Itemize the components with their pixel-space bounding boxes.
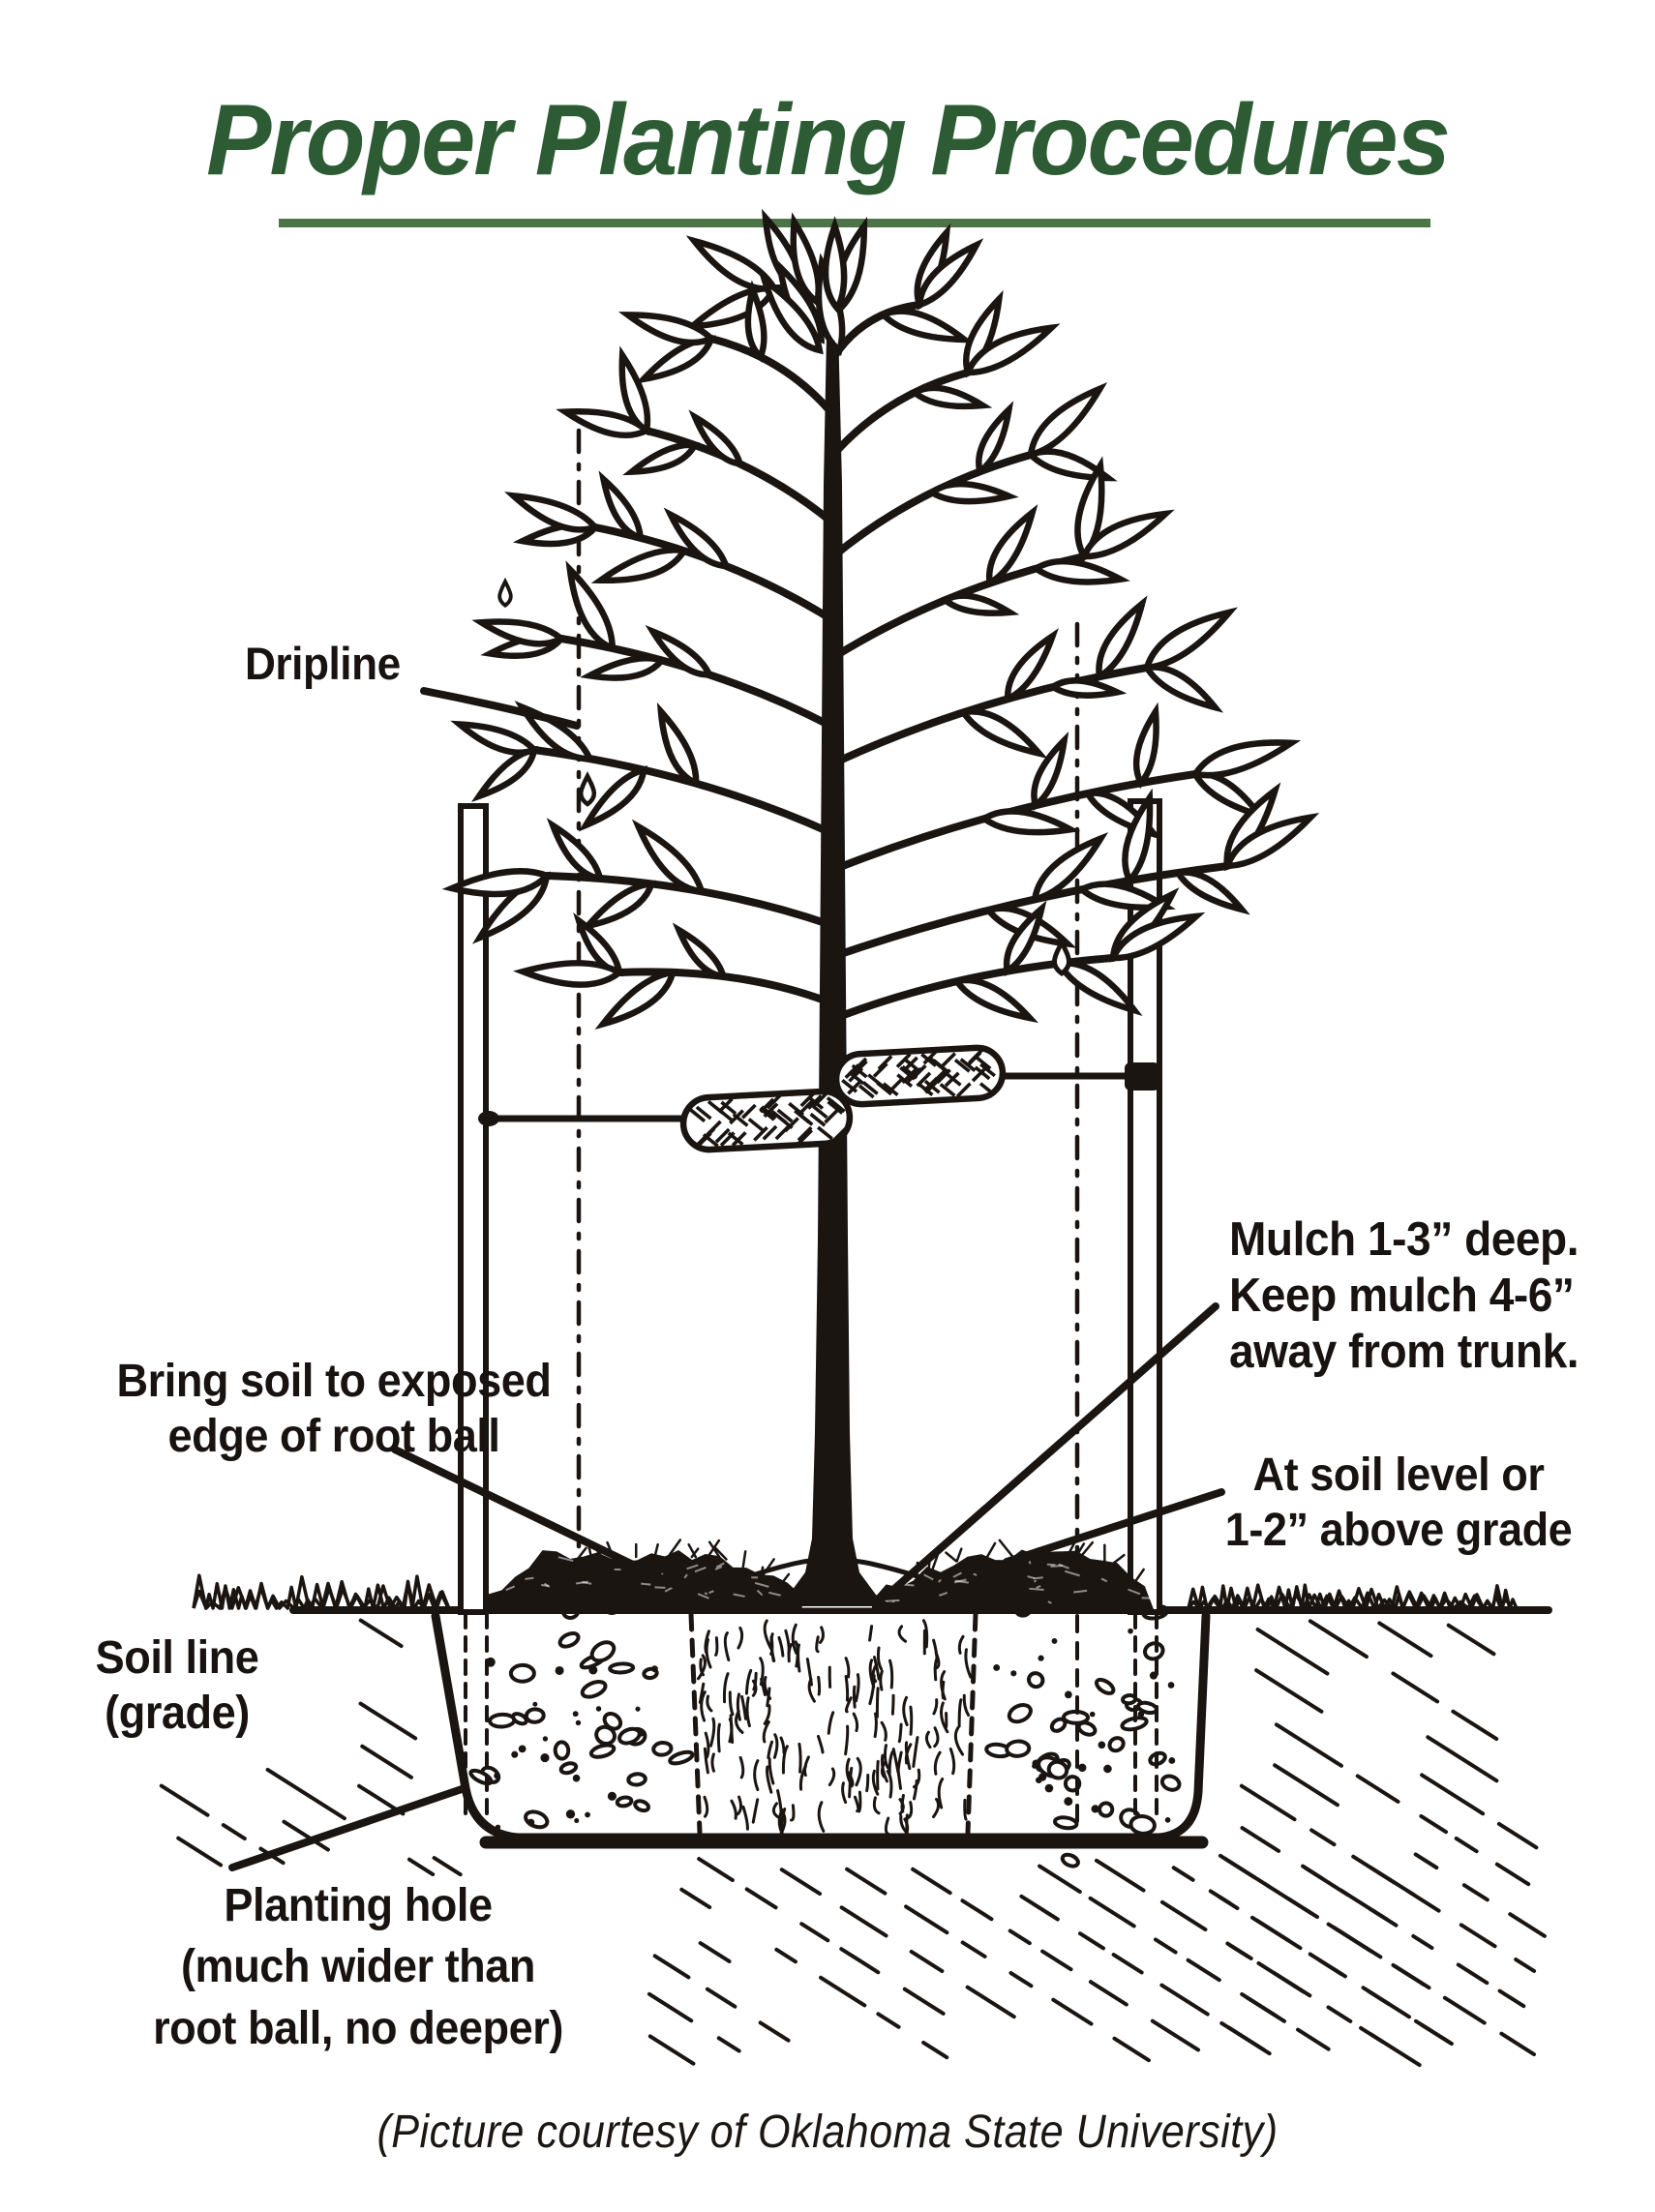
planting-hole-label-line2: (much wider than [180,1941,535,1993]
mulch-label: Mulch 1-3” deep. Keep mulch 4-6” away fr… [1229,1212,1580,1380]
root-ball [688,1611,978,1843]
water-drops [497,577,1071,976]
page-title: Proper Planting Procedures [206,84,1451,196]
guy-wires-and-straps [478,1044,1159,1153]
dripline-leader [420,687,581,730]
grass [192,1573,1519,1610]
buried-stakes [464,1612,1158,1829]
mulch [488,1539,1157,1613]
soil-line-label-line1: Soil line [95,1632,259,1684]
bring-soil-label-line2: edge of root ball [167,1410,500,1462]
stakes [458,798,1162,1615]
planting-hole-outline [431,1611,1211,1849]
dripline-label-text: Dripline [245,638,401,689]
bring-soil-leader [391,1446,695,1597]
dripline-label: Dripline [245,637,401,690]
mulch-label-line3: away from trunk. [1229,1325,1580,1378]
mulch-label-line1: Mulch 1-3” deep. [1229,1213,1580,1266]
tree-trunk [771,285,893,1606]
mulch-leader [882,1302,1219,1600]
at-soil-level-label-line2: 1-2” above grade [1224,1504,1573,1556]
planting-hole-label: Planting hole (much wider than root ball… [94,1875,621,2059]
bring-soil-label: Bring soil to exposed edge of root ball [93,1355,575,1464]
planting-hole-leader [228,1785,466,1871]
at-soil-level-leader [1003,1488,1225,1566]
planting-hole-label-line3: root ball, no deeper) [153,2002,563,2054]
at-soil-level-label-line1: At soil level or [1252,1450,1545,1501]
tree-canopy [441,208,1320,1031]
planting-hole-label-line1: Planting hole [224,1880,493,1931]
driplines [576,428,1080,1609]
soil-line-label-line2: (grade) [105,1687,250,1739]
courtesy-caption: (Picture courtesy of Oklahoma State Univ… [376,2107,1279,2158]
soil-line-label: Soil line (grade) [64,1631,291,1741]
mulch-label-line2: Keep mulch 4-6” [1229,1269,1575,1322]
bring-soil-label-line1: Bring soil to exposed [116,1356,552,1407]
title-underline [279,219,1430,227]
at-soil-level-label: At soil level or 1-2” above grade [1217,1449,1580,1558]
leader-lines [228,687,1225,1871]
